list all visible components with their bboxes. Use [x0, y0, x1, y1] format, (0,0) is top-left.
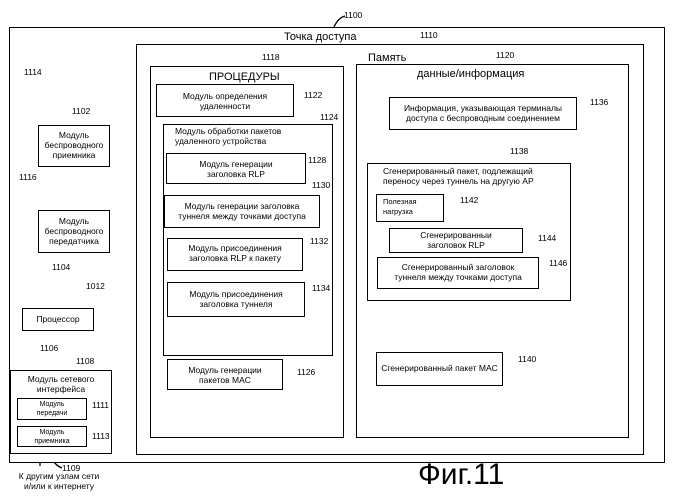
- tunnel-header-gen-label: Модуль генерации заголовка туннеля между…: [164, 201, 320, 221]
- tunnel-header-label: Сгенерированный заголовок туннеля между …: [377, 262, 539, 282]
- access-point-title: Точка доступа: [284, 31, 356, 44]
- remoteness-label: Модуль определения удаленности: [156, 91, 294, 111]
- receive-submodule-label: Модуль приемника: [17, 428, 87, 446]
- ref-1102: 1102: [72, 106, 90, 116]
- ref-1100: 1100: [344, 10, 362, 20]
- ref-1120: 1120: [496, 50, 514, 60]
- ref-1134: 1134: [312, 283, 330, 293]
- figure-label: Фиг.11: [418, 458, 504, 492]
- data-info-title: данные/информация: [417, 68, 524, 81]
- ref-1122: 1122: [304, 90, 322, 100]
- ref-1111: 1111: [92, 400, 109, 410]
- rlp-header-label: Сгенерированныи заголовок RLP: [389, 230, 523, 250]
- ref-1110: 1110: [420, 30, 438, 40]
- ref-1126: 1126: [297, 367, 315, 377]
- terminals-info-label: Информация, указывающая терминалы доступ…: [389, 103, 577, 123]
- ref-1124: 1124: [320, 112, 338, 122]
- mac-gen-label: Модуль генерации пакетов MAC: [167, 365, 283, 385]
- tunnel-attach-label: Модуль присоединения заголовка туннеля: [167, 289, 305, 309]
- ref-1144: 1144: [538, 233, 556, 243]
- ref-1136: 1136: [590, 97, 608, 107]
- ref-1118: 1118: [262, 52, 280, 62]
- other-nodes-label: К другим узлам сети и/или к интернету: [9, 471, 109, 491]
- ref-1146: 1146: [549, 258, 567, 268]
- network-interface-label: Модуль сетевого интерфейса: [10, 374, 112, 394]
- ref-1116: 1116: [19, 172, 37, 182]
- mac-packet-label: Сгенерированный пакет MAC: [376, 363, 503, 373]
- transmit-submodule-label: Модуль передачи: [17, 400, 87, 418]
- ref-1140: 1140: [518, 354, 536, 364]
- ref-1104: 1104: [52, 262, 70, 272]
- ref-1130: 1130: [312, 180, 330, 190]
- ref-1132: 1132: [310, 236, 328, 246]
- ref-1142: 1142: [460, 195, 478, 205]
- ref-1114: 1114: [24, 67, 42, 77]
- ref-1128: 1128: [308, 155, 326, 165]
- ref-1138: 1138: [510, 146, 528, 156]
- rlp-header-gen-label: Модуль генерации заголовка RLP: [166, 159, 306, 179]
- payload-label: Полезная нагрузка: [383, 197, 417, 217]
- wireless-receiver-label: Модуль беспроводного приемника: [38, 130, 110, 160]
- procedures-title: ПРОЦЕДУРЫ: [209, 71, 280, 84]
- ref-1012: 1012: [86, 281, 105, 291]
- ref-1106: 1106: [40, 343, 58, 353]
- wireless-transmitter-label: Модуль беспроводного передатчика: [38, 216, 110, 246]
- generated-packet-label: Сгенерированный пакет, подлежащий перено…: [383, 166, 534, 186]
- processor-label: Процессор: [22, 314, 94, 324]
- ref-1108: 1108: [76, 356, 94, 366]
- rlp-attach-label: Модуль присоединения заголовка RLP к пак…: [167, 243, 303, 263]
- remote-processing-label: Модуль обработки пакетов удаленного устр…: [175, 126, 281, 146]
- ref-1113: 1113: [92, 431, 110, 441]
